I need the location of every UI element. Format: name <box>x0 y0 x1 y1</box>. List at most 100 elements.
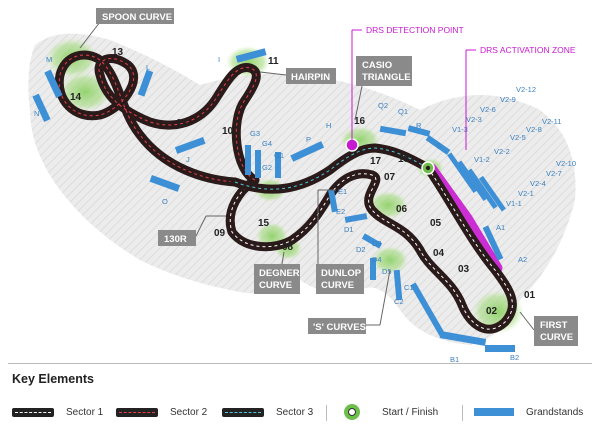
grandstand-label-v1-2: V1-2 <box>474 155 490 164</box>
legend-sector-1: Sector 1 <box>12 403 103 421</box>
grandstand-label-v2-6: V2-6 <box>480 105 496 114</box>
grandstand-label-v1-3: V1-3 <box>452 125 468 134</box>
callout-casio-2: TRIANGLE <box>362 72 411 83</box>
grandstand-label-v2-10: V2-10 <box>556 159 576 168</box>
legend-separator-2 <box>462 405 463 421</box>
drs-activation-label: DRS ACTIVATION ZONE <box>480 45 576 55</box>
corner-05: 05 <box>430 218 442 229</box>
grandstand-label-e1: E1 <box>338 187 347 196</box>
grandstand-label-j: J <box>186 155 190 164</box>
start-finish-icon <box>344 404 360 420</box>
legend-sector-3: Sector 3 <box>222 403 313 421</box>
grandstand-label-v2-1: V2-1 <box>518 189 534 198</box>
grandstand-label-b2: B2 <box>510 353 519 362</box>
grandstand-label-v2-5: V2-5 <box>510 133 526 142</box>
legend-separator <box>326 405 327 421</box>
legend-sector-1-label: Sector 1 <box>66 406 104 418</box>
grandstand-label-m: M <box>46 55 52 64</box>
corner-17: 17 <box>370 156 382 167</box>
grandstand-label-n: N <box>34 109 39 118</box>
grandstand-label-d1: D1 <box>344 225 354 234</box>
corner-07: 07 <box>384 172 396 183</box>
callout-degner-2: CURVE <box>259 280 292 291</box>
callout-degner-1: DEGNER <box>259 268 300 279</box>
corner-11: 11 <box>268 56 279 67</box>
grandstand-shapes <box>32 48 515 352</box>
grandstand-label-i: I <box>218 55 220 64</box>
corner-16: 16 <box>354 116 366 127</box>
grandstand-label-a2: A2 <box>518 255 527 264</box>
grandstand-label-v2-12: V2-12 <box>516 85 536 94</box>
corner-09: 09 <box>214 228 226 239</box>
legend-start-finish: Start / Finish <box>344 403 438 421</box>
corner-04: 04 <box>433 248 445 259</box>
grandstand-label-g1: G1 <box>274 151 284 160</box>
callout-130r: 130R <box>164 234 187 245</box>
grandstand-label-v2-3: V2-3 <box>466 115 482 124</box>
callout-hairpin: HAIRPIN <box>291 72 330 83</box>
corner-01: 01 <box>524 290 536 301</box>
corner-15: 15 <box>258 218 270 229</box>
corner-12: 12 <box>176 118 188 129</box>
legend-sector-3-label: Sector 3 <box>276 406 314 418</box>
grandstand-label-v2-7: V2-7 <box>546 169 562 178</box>
grandstand-label-a1: A1 <box>496 223 505 232</box>
callout-s-curves: 'S' CURVES <box>313 322 366 333</box>
corner-18: 18 <box>398 154 410 165</box>
grandstand-label-h: H <box>326 121 331 130</box>
grandstand-label-p: P <box>306 135 311 144</box>
grandstand-label-r: R <box>416 121 422 130</box>
grandstand-label-d4: D4 <box>372 255 382 264</box>
grandstand-label-v2-2: V2-2 <box>494 147 510 156</box>
grandstand-label-d3: D3 <box>372 239 382 248</box>
grandstand-label-c1: C1 <box>404 283 414 292</box>
legend-divider <box>8 363 592 364</box>
corner-10: 10 <box>222 126 234 137</box>
corner-14: 14 <box>70 92 82 103</box>
grandstand-label-g2: G2 <box>262 163 272 172</box>
corner-numbers: 01 02 03 04 05 06 07 08 09 10 11 12 13 1… <box>70 47 536 317</box>
legend-grandstands: Grandstands <box>474 403 583 421</box>
callout-first-1: FIRST <box>540 320 568 331</box>
callouts: SPOON CURVE HAIRPIN CASIO TRIANGLE 130R … <box>79 8 578 346</box>
corner-08: 08 <box>282 242 294 253</box>
grandstand-label-o: O <box>162 197 168 206</box>
grandstand-label-v2-9: V2-9 <box>500 95 516 104</box>
corner-06: 06 <box>396 204 408 215</box>
sector-3-swatch <box>222 407 264 417</box>
grandstand-icon <box>474 408 514 416</box>
legend: Key Elements Sector 1 Sector 2 Sector 3 … <box>0 360 600 436</box>
corner-13: 13 <box>112 47 124 58</box>
sector-2-swatch <box>116 407 158 417</box>
grandstand-label-g3: G3 <box>250 129 260 138</box>
grandstand-label-v1-1: V1-1 <box>506 199 522 208</box>
grandstand-label-s: S <box>436 141 441 150</box>
legend-sector-2: Sector 2 <box>116 403 207 421</box>
legend-sector-2-label: Sector 2 <box>170 406 208 418</box>
callout-casio-1: CASIO <box>362 60 392 71</box>
grandstand-label-e2: E2 <box>336 207 345 216</box>
drs-detection-label: DRS DETECTION POINT <box>366 25 464 35</box>
grandstand-label-q2: Q2 <box>378 101 388 110</box>
grandstand-label-v2-8: V2-8 <box>526 125 542 134</box>
corner-03: 03 <box>458 264 470 275</box>
grandstand-label-d2: D2 <box>356 245 366 254</box>
track <box>54 50 517 334</box>
grandstand-labels: M N L I J O G3 G4 G1 G2 P H Q2 Q1 R S E1… <box>34 55 576 364</box>
legend-grandstands-label: Grandstands <box>526 406 584 418</box>
grandstand-label-g4: G4 <box>262 139 272 148</box>
grandstand-label-l: L <box>146 63 150 72</box>
callout-dunlop-2: CURVE <box>321 280 354 291</box>
callout-first-2: CURVE <box>540 332 573 343</box>
legend-start-finish-label: Start / Finish <box>382 406 439 418</box>
legend-title: Key Elements <box>12 372 94 386</box>
drs-labels: DRS DETECTION POINT DRS ACTIVATION ZONE <box>351 25 576 150</box>
grandstand-label-b1: B1 <box>450 355 459 364</box>
callout-spoon-curve: SPOON CURVE <box>102 12 172 23</box>
grandstand-label-v2-4: V2-4 <box>530 179 546 188</box>
callout-dunlop-1: DUNLOP <box>321 268 362 279</box>
grandstand-label-q1: Q1 <box>398 107 408 116</box>
corner-02: 02 <box>486 306 498 317</box>
sector-1-swatch <box>12 407 54 417</box>
